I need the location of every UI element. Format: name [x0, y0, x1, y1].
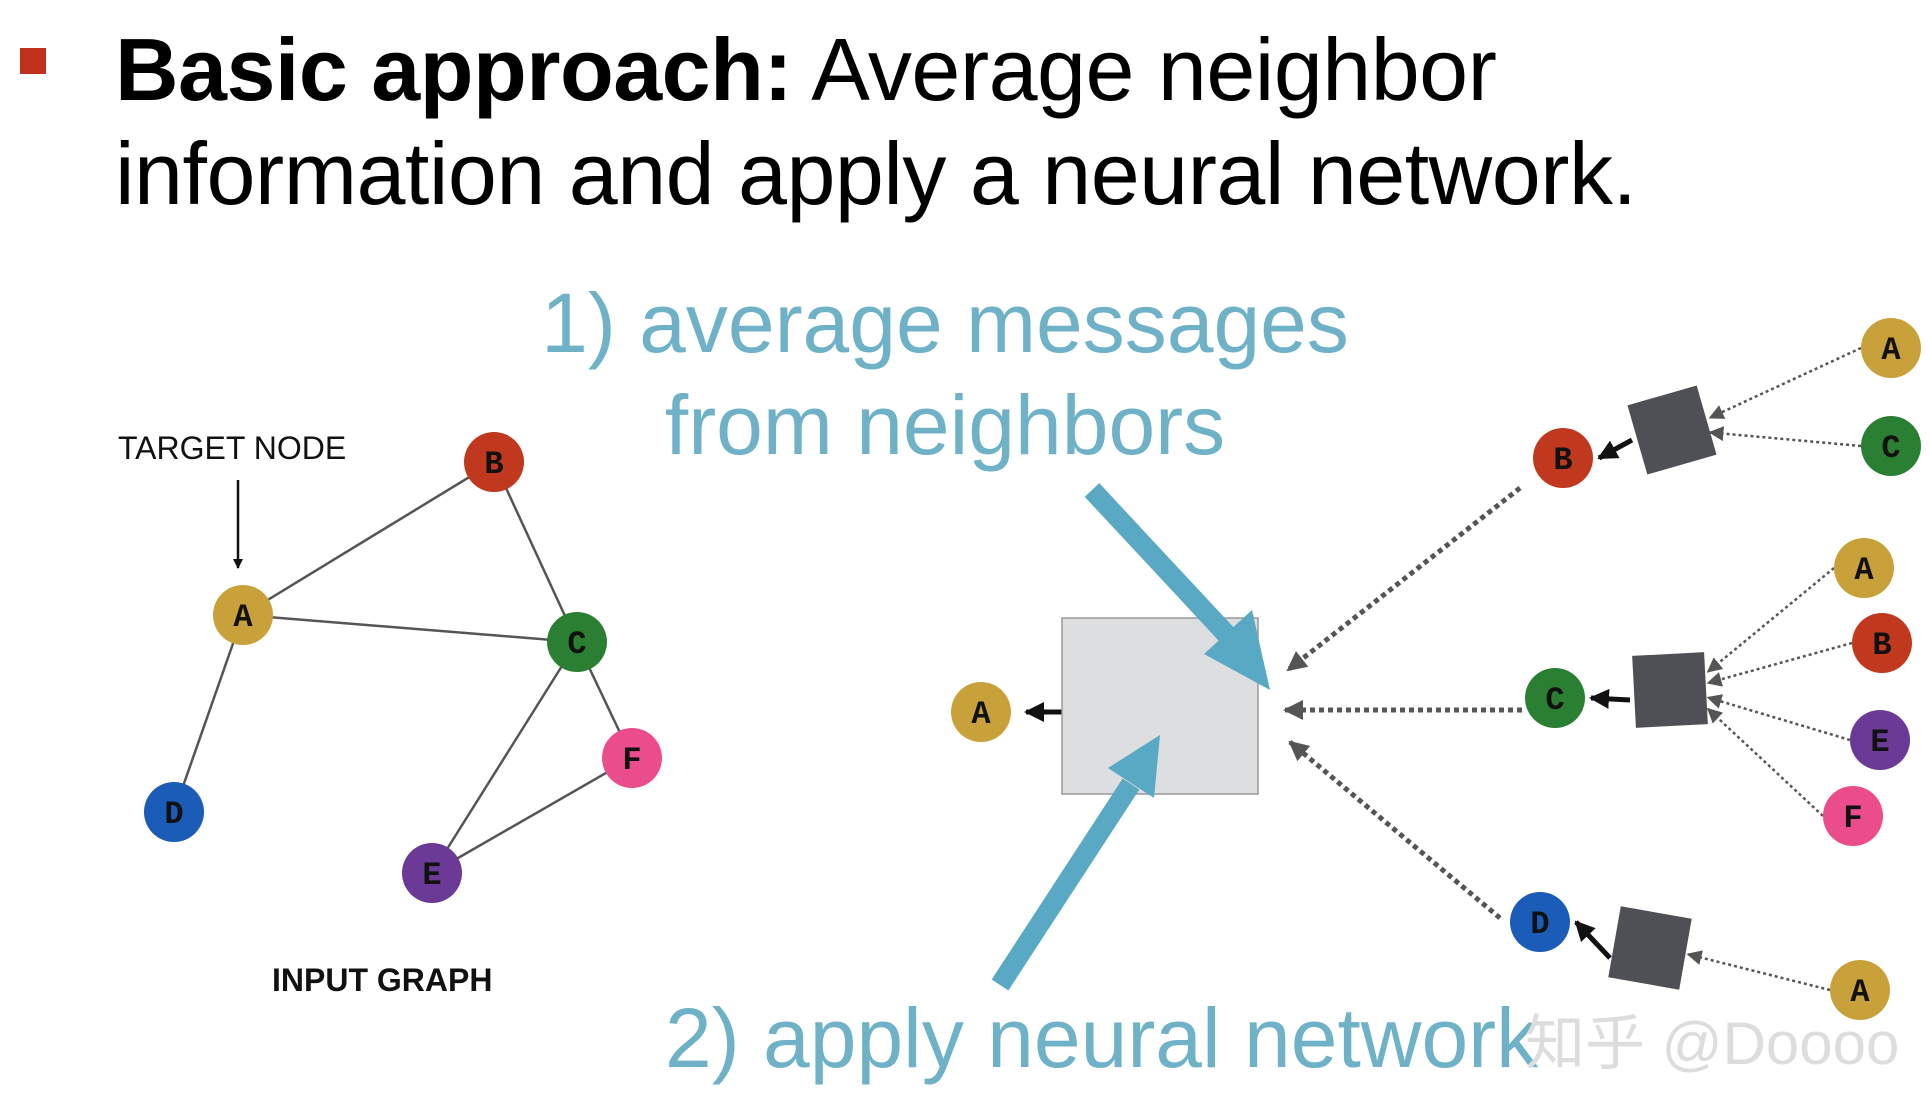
- input-node-D-circle: [144, 782, 204, 842]
- input-graph-edges: [172, 460, 634, 875]
- step2-caption: 2) apply neural network: [665, 991, 1539, 1085]
- leaf-node-E-under-C: E: [1850, 710, 1910, 770]
- edge-A-C: [242, 613, 578, 644]
- input-node-A-circle: [213, 585, 273, 645]
- bullet-marker: [20, 48, 46, 74]
- level1-node-B-label: B: [1553, 442, 1572, 479]
- input-node-B: B: [464, 432, 524, 492]
- computation-edges: [1024, 346, 1862, 992]
- root-node-A-circle: [951, 682, 1011, 742]
- target-node-label: TARGET NODE: [118, 430, 347, 466]
- leaf-node-A-under-C: A: [1834, 538, 1894, 598]
- message-F-to-C: [1706, 707, 1824, 817]
- leaf-node-E-under-C-circle: [1850, 710, 1910, 770]
- message-B-to-C: [1706, 641, 1853, 687]
- input-node-A-label: A: [233, 599, 253, 636]
- watermark: 知乎 @Doooo: [1525, 1010, 1900, 1077]
- leaf-node-C-under-B-label: C: [1881, 430, 1900, 467]
- message-B-to-root: [1286, 486, 1522, 672]
- input-node-F-label: F: [622, 742, 641, 779]
- level1-node-B-circle: [1533, 428, 1593, 488]
- message-D-to-root: [1288, 740, 1502, 920]
- aggregator-C: [1632, 652, 1708, 728]
- edge-E-F: [431, 756, 633, 875]
- aggregator-boxes: [1608, 385, 1717, 990]
- input-node-C: C: [547, 612, 607, 672]
- message-C-to-B: [1708, 426, 1862, 448]
- input-node-F-circle: [602, 728, 662, 788]
- headline-bold: Basic approach:: [115, 20, 793, 119]
- message-E-to-C: [1706, 694, 1851, 742]
- input-node-C-circle: [547, 612, 607, 672]
- aggregator-B-output: [1597, 437, 1634, 461]
- root-node-A: A: [951, 682, 1011, 742]
- leaf-node-A-under-D: A: [1830, 960, 1890, 1020]
- level1-node-C-label: C: [1545, 682, 1564, 719]
- input-node-E-label: E: [422, 857, 441, 894]
- input-node-B-circle: [464, 432, 524, 492]
- aggregator-B: [1627, 385, 1717, 475]
- level1-node-D-label: D: [1530, 906, 1549, 943]
- input-node-A: A: [213, 585, 273, 645]
- step2-pointer-arrow: [991, 735, 1160, 991]
- level1-node-C: C: [1525, 668, 1585, 728]
- input-node-D: D: [144, 782, 204, 842]
- step1-line1: 1) average messages: [541, 276, 1349, 370]
- leaf-node-A-under-B-circle: [1861, 318, 1921, 378]
- leaf-node-F-under-C-circle: [1823, 786, 1883, 846]
- level1-node-D-circle: [1510, 892, 1570, 952]
- edge-B-C: [492, 461, 579, 643]
- leaf-node-F-under-C-label: F: [1843, 800, 1862, 837]
- step1-line2: from neighbors: [664, 378, 1226, 472]
- aggregator-D-output: [1574, 920, 1612, 960]
- edge-A-B: [242, 460, 495, 617]
- aggregator-D: [1608, 906, 1692, 990]
- leaf-node-A-under-C-label: A: [1854, 552, 1874, 589]
- input-node-C-label: C: [567, 626, 586, 663]
- leaf-node-A-under-C-circle: [1834, 538, 1894, 598]
- leaf-node-A-under-D-circle: [1830, 960, 1890, 1020]
- leaf-node-F-under-C: F: [1823, 786, 1883, 846]
- input-node-E-circle: [402, 843, 462, 903]
- leaf-node-E-under-C-label: E: [1870, 724, 1889, 761]
- level1-node-B: B: [1533, 428, 1593, 488]
- leaf-node-A-under-B-label: A: [1881, 332, 1901, 369]
- edge-A-D: [172, 614, 245, 813]
- aggregator-C-output: [1589, 688, 1631, 709]
- step1-caption: 1) average messages from neighbors: [525, 272, 1365, 476]
- step1-pointer-arrow: [1084, 483, 1270, 690]
- input-graph-nodes: A B C D E F: [144, 432, 662, 903]
- leaf-node-C-under-B: C: [1861, 416, 1921, 476]
- leaf-node-B-under-C: B: [1852, 613, 1912, 673]
- leaf-node-B-under-C-circle: [1852, 613, 1912, 673]
- level1-node-C-circle: [1525, 668, 1585, 728]
- message-A-to-B: [1708, 346, 1862, 419]
- headline-line2: information and apply a neural network.: [115, 124, 1637, 223]
- edge-C-E: [430, 641, 579, 874]
- input-node-E: E: [402, 843, 462, 903]
- headline-line1: Average neighbor: [811, 20, 1497, 119]
- input-node-D-label: D: [164, 796, 183, 833]
- input-node-F: F: [602, 728, 662, 788]
- level1-node-D: D: [1510, 892, 1570, 952]
- computation-nodes: A C B A B E F C A D A: [951, 318, 1921, 1020]
- leaf-node-A-under-B: A: [1861, 318, 1921, 378]
- root-node-A-label: A: [971, 696, 991, 733]
- leaf-node-C-under-B-circle: [1861, 416, 1921, 476]
- input-graph-caption: INPUT GRAPH: [272, 962, 493, 998]
- input-node-B-label: B: [484, 446, 503, 483]
- message-A-to-C: [1706, 567, 1835, 673]
- message-A-to-D: [1686, 950, 1831, 992]
- leaf-node-B-under-C-label: B: [1872, 627, 1891, 664]
- leaf-node-A-under-D-label: A: [1850, 974, 1870, 1011]
